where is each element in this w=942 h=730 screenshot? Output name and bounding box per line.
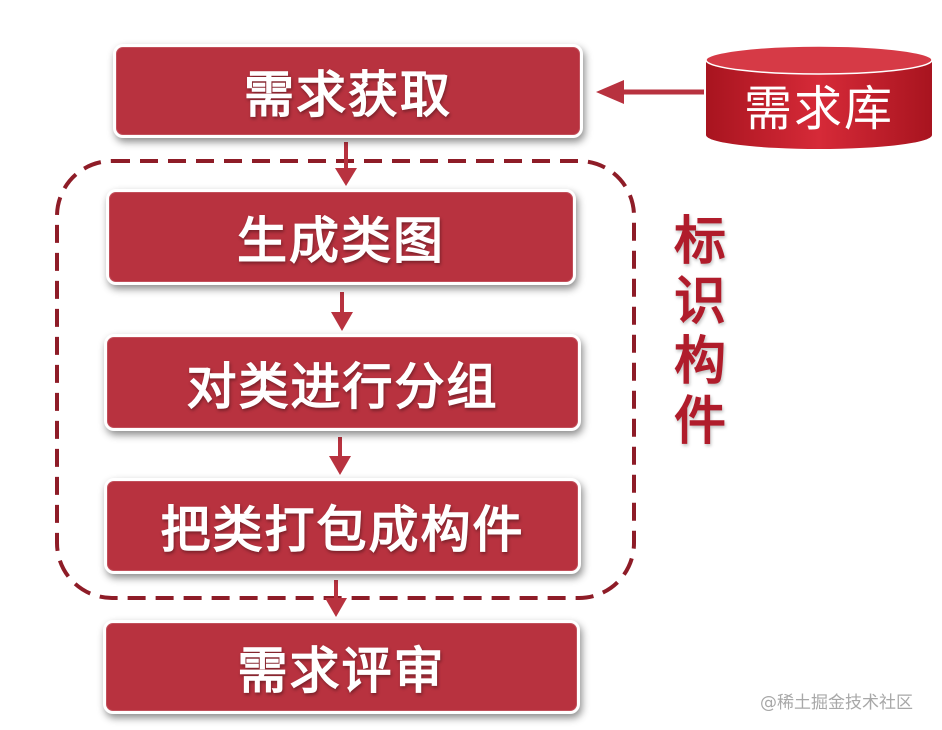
step-requirements-review: 需求评审	[103, 620, 580, 714]
repository-label: 需求库	[743, 81, 894, 137]
arrow-class-diagram-to-group	[331, 292, 353, 331]
database-cylinder-icon	[705, 45, 933, 149]
step-label: 把类打包成构件	[160, 501, 525, 559]
identify-components-label: 标识构件	[665, 212, 735, 452]
step-group-classes: 对类进行分组	[104, 334, 581, 431]
step-label: 需求获取	[244, 66, 452, 124]
identify-components-char: 标	[673, 212, 726, 272]
identify-components-char: 构	[673, 332, 726, 392]
step-package-into-components: 把类打包成构件	[104, 478, 581, 574]
step-label: 对类进行分组	[186, 357, 499, 416]
arrow-package-to-review	[325, 580, 347, 617]
arrow-repository-to-acquire	[596, 80, 704, 104]
identify-components-char: 件	[673, 392, 726, 452]
arrow-acquire-to-class-diagram	[335, 142, 357, 186]
identify-components-char: 识	[673, 272, 726, 332]
step-generate-class-diagram: 生成类图	[106, 189, 576, 285]
step-label: 需求评审	[237, 642, 446, 700]
watermark: @稀土掘金技术社区	[760, 693, 913, 713]
step-label: 生成类图	[237, 212, 445, 270]
step-acquire-requirements: 需求获取	[113, 44, 583, 138]
arrow-group-to-package	[329, 437, 351, 475]
